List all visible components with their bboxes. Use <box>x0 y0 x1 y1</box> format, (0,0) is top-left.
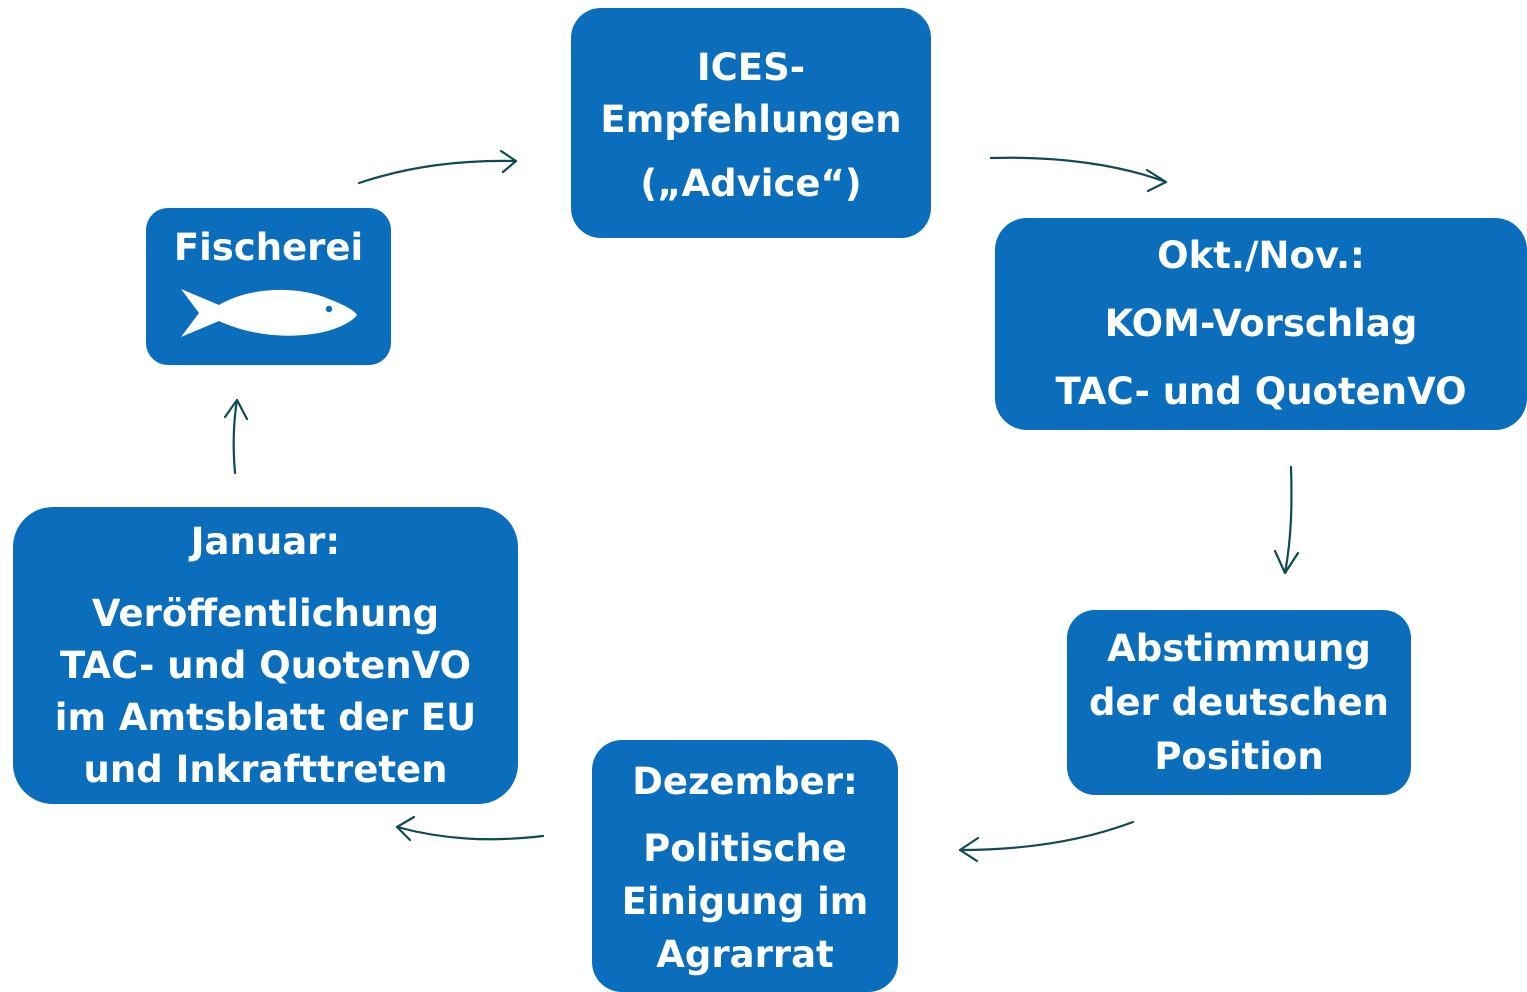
arrow-ices-to-kom <box>989 156 1168 193</box>
node-abstimmung-line-1: Abstimmung <box>1107 626 1371 670</box>
node-fischerei: Fischerei <box>146 208 391 365</box>
node-januar-line-4: im Amtsblatt der EU <box>54 695 477 739</box>
arrow-kom-to-abstimmung <box>1273 465 1300 575</box>
node-januar-line-1: Januar: <box>190 519 341 563</box>
node-kom-line-3: TAC- und QuotenVO <box>1055 370 1467 413</box>
node-kom-line-1: Okt./Nov.: <box>1157 234 1365 277</box>
node-januar: Januar: Veröffentlichung TAC- und Quoten… <box>13 507 518 804</box>
node-ices-empfehlungen: ICES- Empfehlungen („Advice“) <box>571 8 931 238</box>
node-abstimmung: Abstimmung der deutschen Position <box>1067 610 1411 795</box>
fish-icon <box>180 289 357 337</box>
arrow-dezember-to-januar <box>395 815 545 842</box>
node-januar-line-5: und Inkrafttreten <box>83 747 448 791</box>
node-dezember-line-3: Einigung im <box>621 880 869 923</box>
node-kom-line-2: KOM-Vorschlag <box>1104 302 1418 345</box>
node-kom-vorschlag: Okt./Nov.: KOM-Vorschlag TAC- und Quoten… <box>995 218 1527 430</box>
node-ices-line-1: ICES- <box>696 46 806 89</box>
node-januar-line-2: Veröffentlichung <box>91 591 440 635</box>
node-abstimmung-line-3: Position <box>1154 734 1324 778</box>
node-dezember-line-1: Dezember: <box>632 760 858 803</box>
node-ices-line-3: („Advice“) <box>640 162 862 205</box>
node-abstimmung-line-2: der deutschen <box>1088 680 1390 724</box>
arrow-januar-to-fischerei <box>223 398 249 475</box>
node-dezember-line-4: Agrarrat <box>656 933 834 976</box>
node-ices-line-2: Empfehlungen <box>600 98 902 141</box>
arrow-fischerei-to-ices <box>357 149 518 185</box>
node-dezember-line-2: Politische <box>643 827 847 870</box>
node-fischerei-label: Fischerei <box>173 226 364 269</box>
arrow-abstimmung-to-dezember <box>958 820 1135 863</box>
node-januar-line-3: TAC- und QuotenVO <box>59 643 472 687</box>
node-dezember: Dezember: Politische Einigung im Agrarra… <box>592 740 898 992</box>
